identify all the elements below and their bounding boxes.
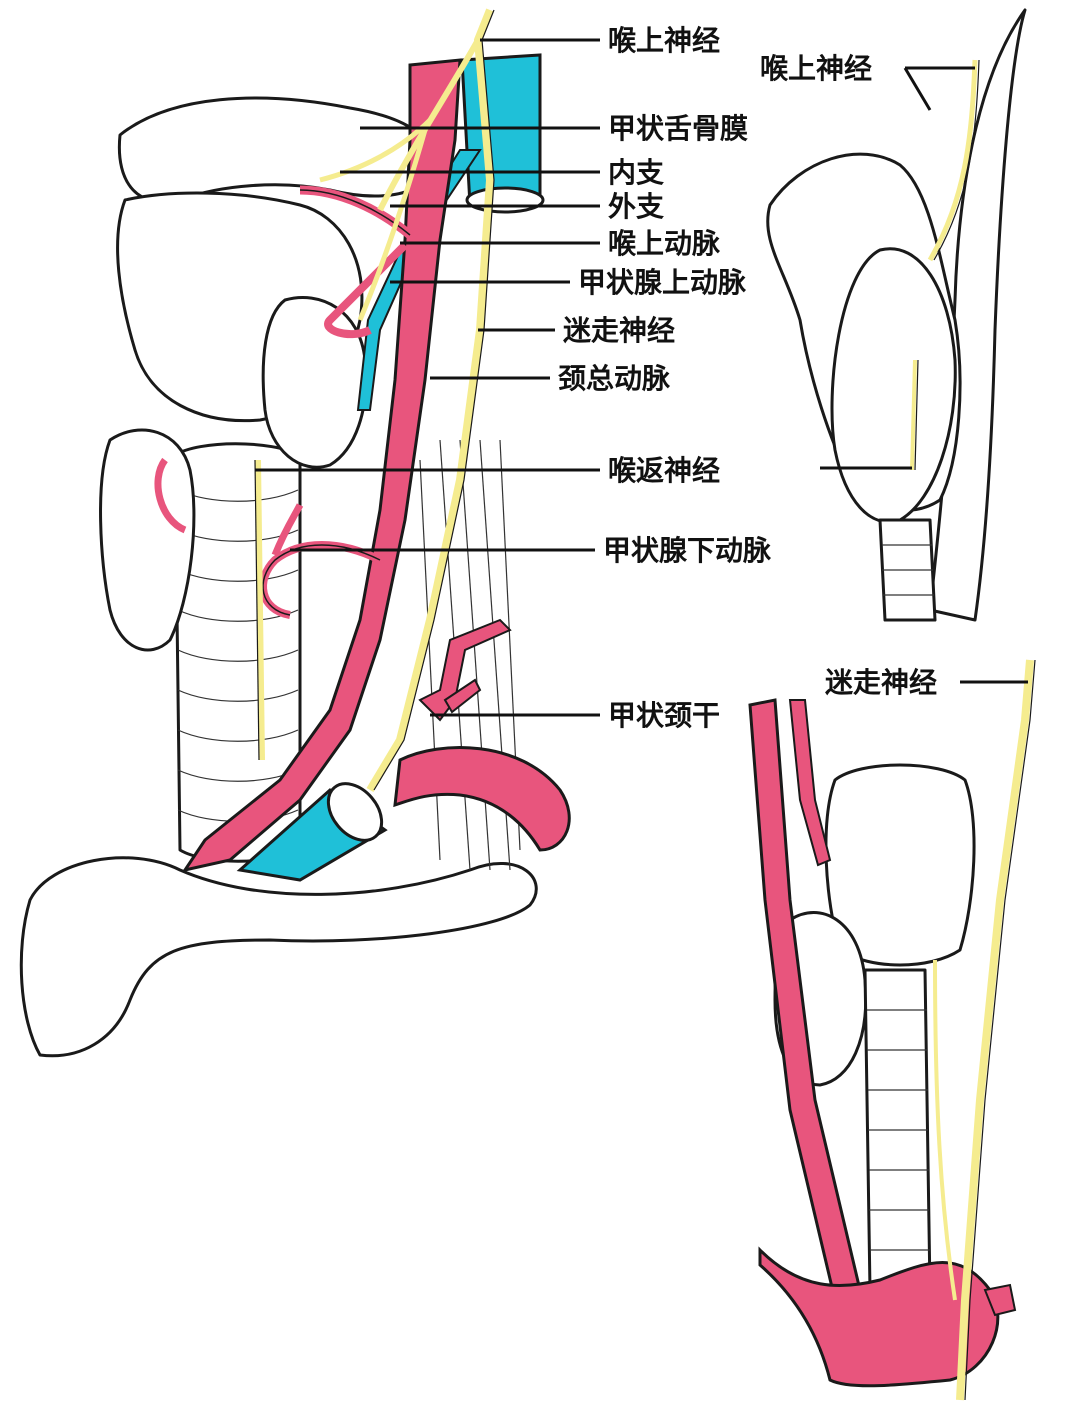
superior-thyroid-vein bbox=[356, 149, 482, 411]
upper-right-view: 喉上神经 bbox=[760, 8, 1027, 622]
main-view: 喉上神经 甲状舌骨膜 内支 外支 喉上动脉 甲状腺上动脉 迷走神经 颈总动脉 喉… bbox=[19, 8, 772, 1058]
recurrent-nerve-side bbox=[910, 359, 917, 471]
superior-thyroid-artery-branch bbox=[324, 242, 408, 339]
trachea-side bbox=[878, 518, 937, 622]
vagus-nerve bbox=[366, 8, 495, 793]
label-internal-branch: 内支 bbox=[608, 156, 664, 189]
clavicle bbox=[19, 856, 538, 1058]
thyrocervical-trunk bbox=[418, 618, 512, 722]
inferior-thyroid-artery-twig bbox=[271, 503, 304, 557]
subclavian-stub-posterior bbox=[983, 1283, 1017, 1317]
thyroid-lobe-right bbox=[99, 428, 196, 652]
thyroid-lobe-left bbox=[261, 296, 368, 469]
aortic-arch-posterior bbox=[758, 1246, 1000, 1388]
internal-branch-nerve bbox=[319, 118, 432, 183]
vagus-nerve-posterior bbox=[956, 659, 1034, 1401]
larynx-posterior bbox=[824, 763, 976, 967]
trachea-posterior bbox=[863, 968, 932, 1292]
label-external-branch: 外支 bbox=[608, 190, 664, 223]
jugular-vein-cut-top bbox=[465, 186, 545, 214]
label-superior-laryngeal-nerve-side: 喉上神经 bbox=[760, 52, 872, 85]
label-superior-laryngeal-nerve: 喉上神经 bbox=[608, 24, 720, 57]
subclavian-artery bbox=[393, 746, 571, 852]
label-vagus-nerve-posterior: 迷走神经 bbox=[825, 666, 937, 699]
label-common-carotid-artery: 颈总动脉 bbox=[558, 362, 671, 395]
external-branch-nerve bbox=[357, 129, 428, 321]
hyoid-bone bbox=[117, 96, 434, 204]
label-superior-laryngeal-artery: 喉上动脉 bbox=[608, 227, 721, 260]
label-thyrohyoid-membrane: 甲状舌骨膜 bbox=[608, 112, 748, 145]
label-inferior-thyroid-artery: 甲状腺下动脉 bbox=[603, 534, 772, 567]
label-vagus-nerve: 迷走神经 bbox=[563, 314, 675, 347]
inferior-thyroid-artery-loop bbox=[154, 457, 187, 534]
recurrent-laryngeal-nerve bbox=[255, 459, 265, 761]
label-thyrocervical-trunk: 甲状颈干 bbox=[608, 699, 720, 732]
subclavian-vein-cut bbox=[326, 782, 384, 842]
recurrent-nerve-posterior bbox=[933, 959, 957, 1301]
internal-jugular-vein bbox=[460, 53, 542, 207]
thyrocervical-branch bbox=[443, 678, 482, 714]
label-superior-thyroid-artery: 甲状腺上动脉 bbox=[578, 266, 747, 299]
label-recurrent-laryngeal-nerve: 喉返神经 bbox=[608, 454, 720, 487]
upper-right-leaders bbox=[820, 66, 975, 470]
carotid-branch-posterior bbox=[788, 699, 832, 867]
common-carotid-artery bbox=[181, 58, 462, 873]
superior-laryngeal-nerve-side bbox=[927, 59, 978, 262]
main-leaders bbox=[255, 38, 600, 717]
pharyngeal-wall bbox=[928, 8, 1027, 622]
lower-right-view: 迷走神经 bbox=[748, 659, 1036, 1401]
